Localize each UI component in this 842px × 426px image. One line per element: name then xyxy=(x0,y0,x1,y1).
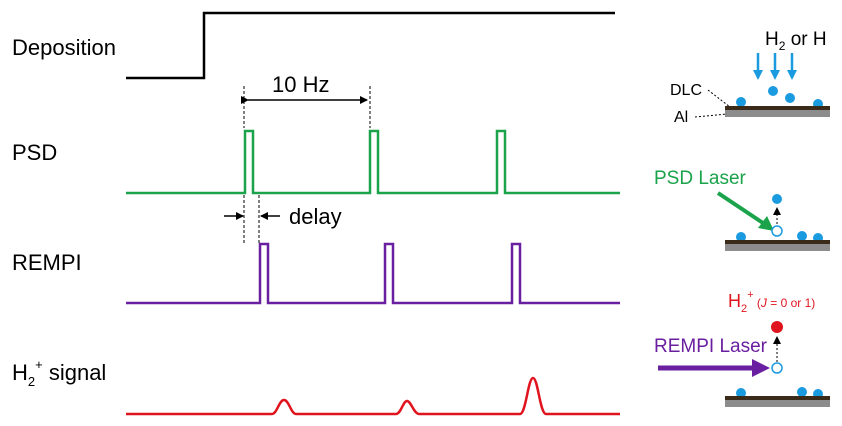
dlc-leader xyxy=(707,89,731,108)
al-substrate xyxy=(725,400,830,407)
vacancy-site xyxy=(771,225,783,237)
h-atom xyxy=(736,232,746,242)
rempi-label: REMPI xyxy=(12,250,82,275)
h-atom xyxy=(768,86,778,96)
signal-label-rest: signal xyxy=(43,360,107,385)
dlc-film xyxy=(725,106,830,110)
h-atom xyxy=(736,97,746,107)
al-label: Al xyxy=(674,109,688,126)
psd-label: PSD xyxy=(12,140,57,165)
signal-label-sub: 2 xyxy=(28,374,35,389)
signal-trace xyxy=(126,376,620,416)
frequency-label: 10 Hz xyxy=(272,72,329,97)
dlc-film xyxy=(725,240,830,244)
h-atom xyxy=(785,93,795,103)
psd-trace xyxy=(126,129,620,195)
delay-label: delay xyxy=(289,204,342,229)
ion-state-rest: = 0 or 1) xyxy=(767,296,815,310)
al-substrate xyxy=(725,110,830,117)
h-atom xyxy=(797,387,807,397)
h-atom xyxy=(797,231,807,241)
psd-laser-head xyxy=(758,216,774,231)
gas-label-h: H xyxy=(765,29,779,50)
dlc-film xyxy=(725,396,830,400)
ion-label: H2+ (J = 0 or 1) xyxy=(728,289,815,315)
psd-laser-label: PSD Laser xyxy=(654,168,747,189)
deposition-trace xyxy=(126,11,615,80)
ion-label-sub: 2 xyxy=(741,303,747,315)
al-leader xyxy=(694,113,728,118)
ion-state-open: ( xyxy=(754,296,761,310)
ion-state-j: J xyxy=(760,296,768,310)
ion-label-h: H xyxy=(728,291,741,311)
psd-laser-beam xyxy=(716,191,768,227)
gas-label: H2 or H xyxy=(765,29,827,53)
gas-label-rest: or H xyxy=(785,29,826,50)
ion xyxy=(771,321,783,333)
deposition-label: Deposition xyxy=(12,35,116,60)
h-atom xyxy=(736,388,746,398)
ion-label-sup: + xyxy=(747,289,753,301)
rempi-laser-label: REMPI Laser xyxy=(654,336,768,357)
dlc-label: DLC xyxy=(670,82,702,99)
desorbed-atom xyxy=(772,194,782,204)
gas-label-sub: 2 xyxy=(779,39,786,53)
signal-label-h: H xyxy=(12,360,28,385)
signal-label-sup: + xyxy=(35,357,43,372)
rempi-laser-head xyxy=(752,359,770,377)
rempi-trace xyxy=(126,242,620,305)
neutral-molecule xyxy=(771,362,783,374)
al-substrate xyxy=(725,244,830,251)
signal-label: H2+ signal xyxy=(12,357,106,389)
